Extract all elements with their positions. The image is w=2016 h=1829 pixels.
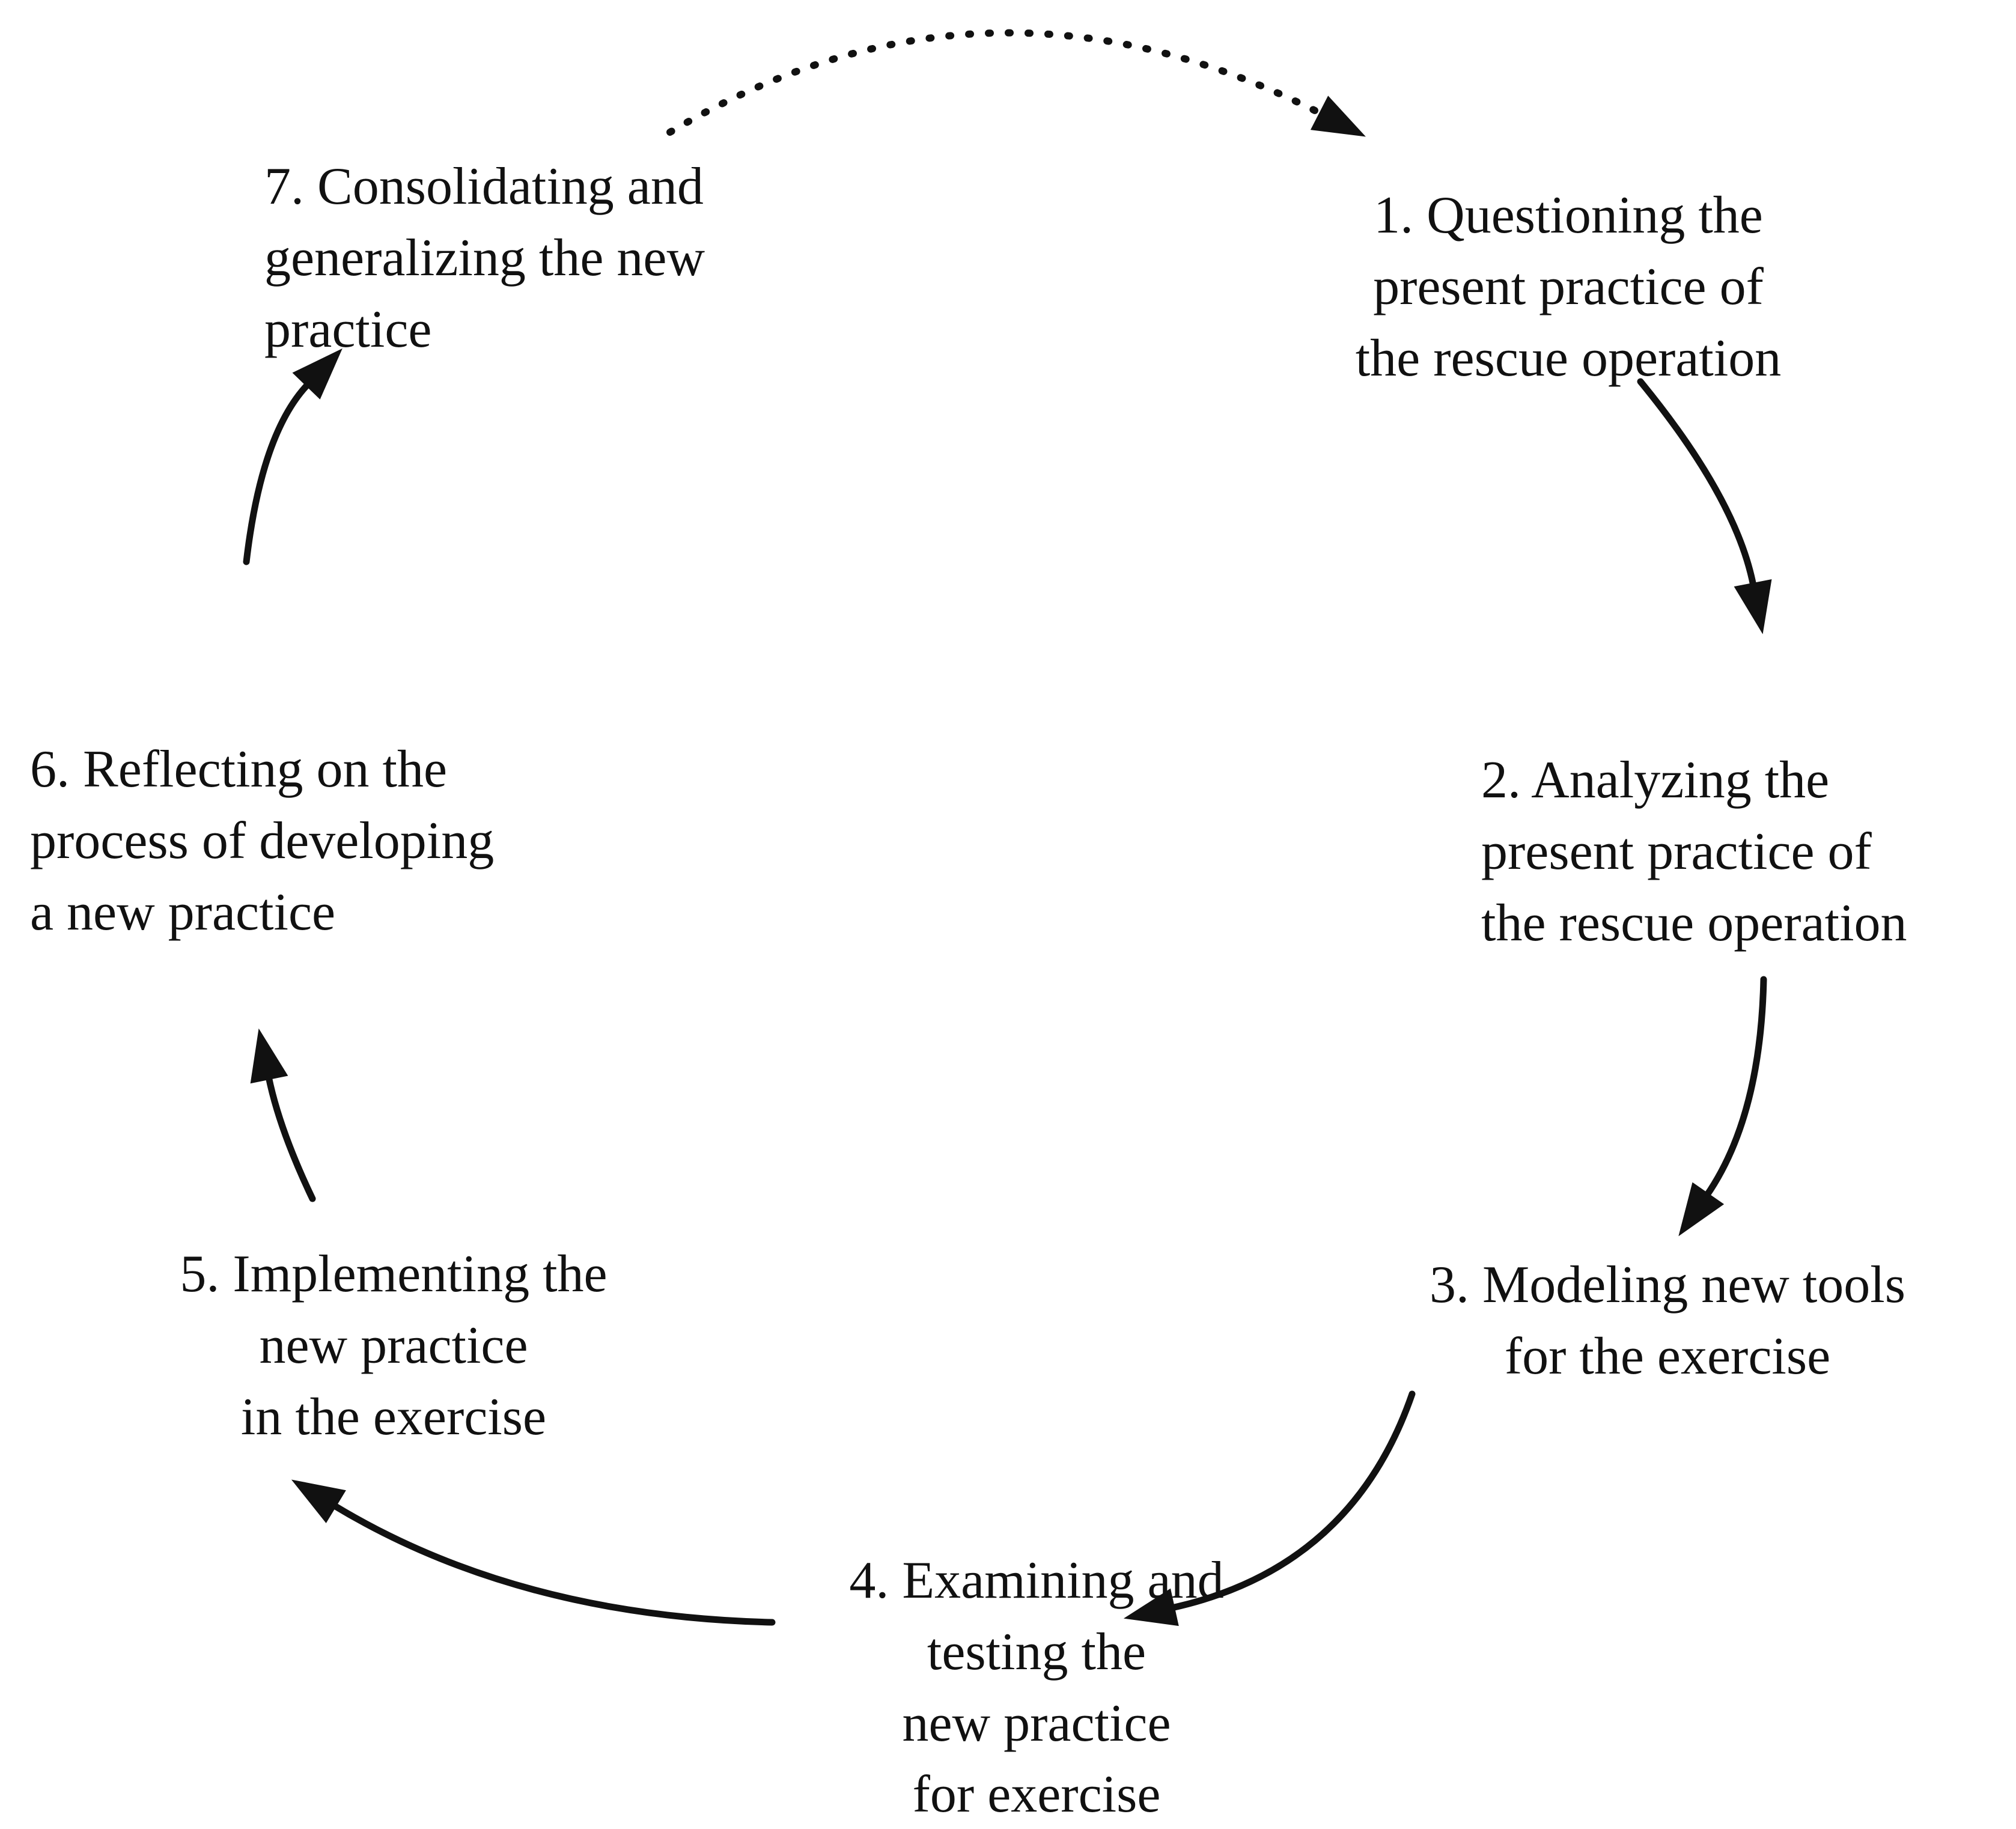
arrow-7-to-1 xyxy=(666,29,1366,137)
arrow-6-to-7 xyxy=(243,348,343,565)
step-3-label: 3. Modeling new tools for the exercise xyxy=(1430,1256,1905,1386)
arrow-2-to-3 xyxy=(1678,976,1767,1237)
arrow-4-to-5 xyxy=(291,1479,776,1626)
step-6-label: 6. Reflecting on the process of developi… xyxy=(30,740,495,942)
arrow-5-to-6 xyxy=(250,1028,316,1202)
step-7-label: 7. Consolidating and generalizing the ne… xyxy=(264,157,705,359)
arrow-3-to-4 xyxy=(1123,1390,1416,1627)
step-5-label: 5. Implementing the new practice in the … xyxy=(180,1245,608,1446)
arrow-1-to-2 xyxy=(1637,378,1772,635)
step-4-label: 4. Examining and testing the new practic… xyxy=(849,1551,1224,1824)
step-1-label: 1. Questioning the present practice of t… xyxy=(1355,186,1782,388)
step-2-label: 2. Analyzing the present practice of the… xyxy=(1481,751,1907,952)
